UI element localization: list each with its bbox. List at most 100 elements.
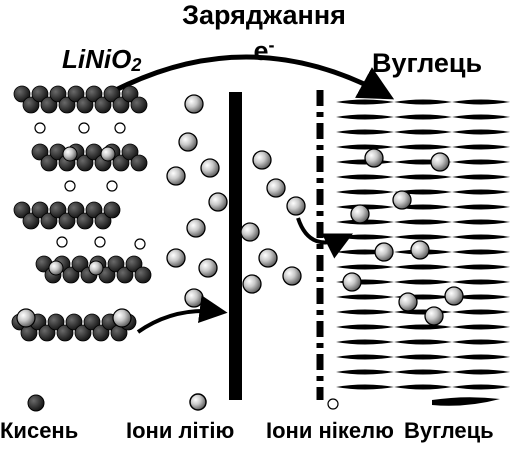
nickel-ion — [56, 236, 68, 248]
graphite-sheet — [336, 384, 394, 390]
nickel-ion — [34, 122, 46, 134]
graphite-sheet — [394, 219, 452, 225]
graphite-sheet — [394, 339, 452, 345]
electrolyte-lithium-ions — [166, 94, 306, 308]
graphite-sheet — [452, 309, 510, 315]
graphite-layers — [336, 99, 510, 390]
oxygen-atom — [62, 266, 80, 284]
oxygen-atom — [125, 255, 143, 273]
graphite-sheet — [452, 249, 510, 255]
lithium-ion — [242, 274, 262, 294]
diagram-title: Заряджання — [182, 0, 346, 30]
nickel-ions — [34, 122, 146, 250]
electron-flow-arrow — [110, 54, 395, 100]
graphite-sheet — [336, 369, 394, 375]
oxygen-atom — [112, 96, 130, 114]
cathode-label: LiNiO2 — [62, 44, 141, 76]
graphite-sheet — [452, 204, 510, 210]
lithium-ion — [282, 266, 302, 286]
oxygen-atom — [40, 96, 58, 114]
lithium-ion — [112, 308, 132, 328]
oxygen-atom — [112, 154, 130, 172]
oxygen-atom — [92, 324, 110, 342]
intercalated-lithium-ions — [342, 148, 464, 326]
electron-charge: - — [268, 35, 275, 55]
lithium-ion — [198, 258, 218, 278]
oxygen-atom — [40, 154, 58, 172]
graphite-sheet — [336, 189, 394, 195]
lithium-ion — [16, 308, 36, 328]
oxygen-atom — [103, 201, 121, 219]
lithium-ion — [200, 158, 220, 178]
lithium-ion — [100, 146, 116, 162]
cathode-layers — [11, 85, 152, 342]
nickel-ion — [106, 180, 118, 192]
graphite-sheet — [452, 324, 510, 330]
lithium-ion — [350, 204, 370, 224]
graphite-sheet — [452, 279, 510, 285]
anode-label: Вуглець — [372, 48, 483, 78]
graphite-sheet — [394, 324, 452, 330]
lithium-intercalation-arrow — [296, 217, 354, 259]
legend-carbon: Вуглець — [404, 418, 494, 443]
graphite-sheet — [394, 369, 452, 375]
separator-bar — [229, 92, 242, 400]
graphite-sheet — [452, 234, 510, 240]
graphite-sheet — [452, 369, 510, 375]
oxygen-atom — [74, 324, 92, 342]
lithium-ion — [166, 248, 186, 268]
oxygen-atom — [13, 85, 31, 103]
graphite-sheet — [452, 99, 510, 105]
oxygen-atom — [38, 324, 56, 342]
oxygen-atom — [67, 201, 85, 219]
electron-label: e- — [0, 30, 528, 66]
oxygen-atom — [40, 212, 58, 230]
lithium-ion — [48, 260, 64, 276]
oxygen-atom — [85, 85, 103, 103]
graphite-sheet — [394, 99, 452, 105]
oxygen-atom — [31, 143, 49, 161]
graphite-sheet — [452, 339, 510, 345]
lithium-ion — [398, 292, 418, 312]
graphite-sheet — [336, 309, 394, 315]
graphite-sheet — [452, 174, 510, 180]
oxygen-atom — [134, 266, 152, 284]
lithium-ion — [364, 148, 384, 168]
lithium-ion — [258, 248, 278, 268]
oxygen-atom — [71, 255, 89, 273]
graphite-sheet — [452, 189, 510, 195]
graphite-sheet — [336, 114, 394, 120]
graphite-sheet — [452, 219, 510, 225]
graphite-sheet — [394, 129, 452, 135]
oxygen-atom — [65, 313, 83, 331]
lithium-ion — [374, 242, 394, 262]
graphite-sheet — [452, 354, 510, 360]
legend-oxygen-symbol — [27, 394, 45, 412]
graphite-sheet — [336, 294, 394, 300]
oxygen-atom — [13, 201, 31, 219]
nickel-ion — [94, 236, 106, 248]
graphite-sheet — [336, 129, 394, 135]
graphite-sheet — [336, 339, 394, 345]
oxygen-atom — [31, 85, 49, 103]
lithium-ion — [410, 240, 430, 260]
oxygen-atom — [76, 212, 94, 230]
graphite-sheet — [336, 354, 394, 360]
cathode-formula: LiNiO — [62, 44, 132, 74]
graphite-sheet — [336, 144, 394, 150]
graphite-sheet — [394, 279, 452, 285]
lithium-ion — [424, 306, 444, 326]
graphite-sheet — [394, 354, 452, 360]
lithium-ion — [186, 218, 206, 238]
oxygen-atom — [22, 212, 40, 230]
lithium-ion — [266, 178, 286, 198]
lithium-ion — [444, 286, 464, 306]
graphite-sheet — [452, 159, 510, 165]
graphite-sheet — [394, 144, 452, 150]
graphite-sheet — [394, 234, 452, 240]
graphite-sheet — [452, 264, 510, 270]
lithium-ion — [62, 146, 78, 162]
oxygen-atom — [130, 154, 148, 172]
